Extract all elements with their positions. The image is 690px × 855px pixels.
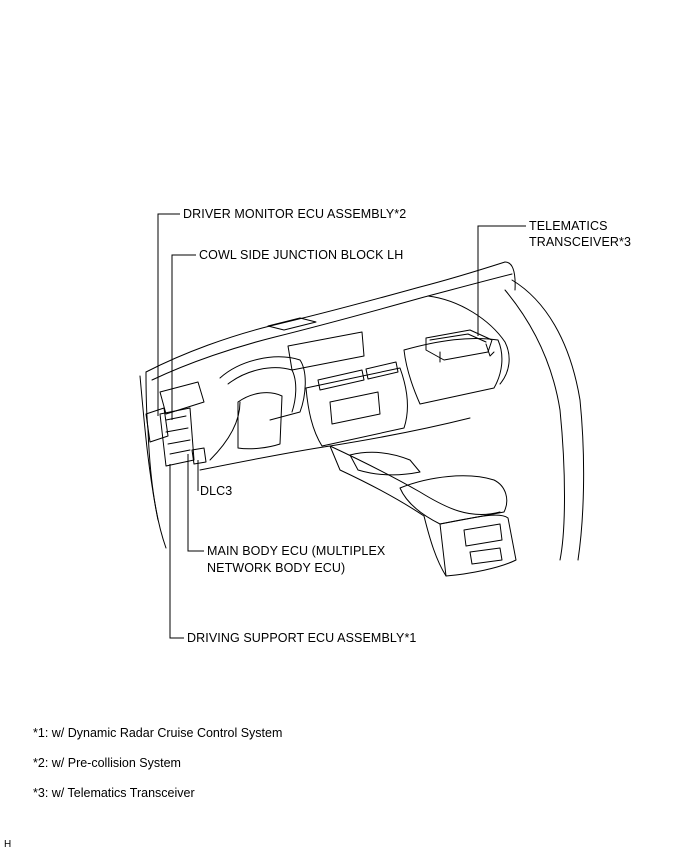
telematics-label-line1: TELEMATICS	[529, 219, 608, 233]
leader-main-body	[187, 454, 204, 552]
rear-vent-2	[469, 547, 503, 565]
junction-block-detail	[165, 415, 191, 455]
dash-top-edge-2	[151, 273, 513, 381]
center-panel-screen	[329, 391, 381, 425]
left-door-line	[145, 371, 167, 549]
left-pillar	[139, 375, 159, 521]
center-vent-1	[317, 369, 365, 391]
right-door-edge-2	[511, 279, 585, 561]
dlc3-label: DLC3	[200, 484, 233, 498]
shifter-area	[349, 451, 421, 476]
junction-block	[159, 407, 195, 467]
footnote-2: *2: w/ Pre-collision System	[33, 756, 181, 770]
dlc3-connector	[191, 447, 207, 465]
leader-driver-monitor	[157, 213, 180, 416]
left-vent	[159, 381, 205, 415]
lower-dash-line	[199, 417, 471, 471]
console-top	[329, 445, 501, 516]
rear-vent	[463, 523, 503, 547]
dash-top-outline	[145, 261, 506, 373]
console-front-line	[423, 515, 447, 577]
center-display	[287, 331, 365, 371]
telematics-label-line2: TRANSCEIVER*3	[529, 235, 632, 249]
telematics-unit	[425, 329, 493, 361]
main-body-label-line2: NETWORK BODY ECU)	[207, 561, 346, 575]
leader-cowl-side	[171, 254, 196, 420]
right-door-edge	[504, 289, 565, 561]
telematics-bracket	[439, 343, 495, 363]
defroster-vent	[267, 317, 317, 331]
console-side	[329, 445, 425, 517]
corner-mark: H	[4, 839, 12, 850]
footnote-3: *3: w/ Telematics Transceiver	[33, 786, 195, 800]
knee-panel	[209, 401, 241, 461]
main-body-label-line1: MAIN BODY ECU (MULTIPLEX	[207, 544, 386, 558]
center-vent-2	[365, 361, 399, 380]
telematics-detail	[429, 333, 487, 343]
cluster-hood	[219, 356, 306, 421]
driver-monitor-label: DRIVER MONITOR ECU ASSEMBLY*2	[183, 207, 407, 221]
center-panel	[305, 367, 408, 447]
windshield-edge	[504, 261, 516, 291]
driving-support-label: DRIVING SUPPORT ECU ASSEMBLY*1	[187, 631, 417, 645]
footnote-1: *1: w/ Dynamic Radar Cruise Control Syst…	[33, 726, 283, 740]
cluster-face	[237, 392, 283, 450]
leader-telematics	[477, 225, 526, 336]
right-dash	[427, 295, 510, 385]
armrest	[399, 475, 508, 525]
console-rear	[439, 514, 517, 577]
leader-driving-support	[169, 464, 184, 639]
glovebox	[403, 338, 503, 405]
cowl-side-label: COWL SIDE JUNCTION BLOCK LH	[199, 248, 404, 262]
